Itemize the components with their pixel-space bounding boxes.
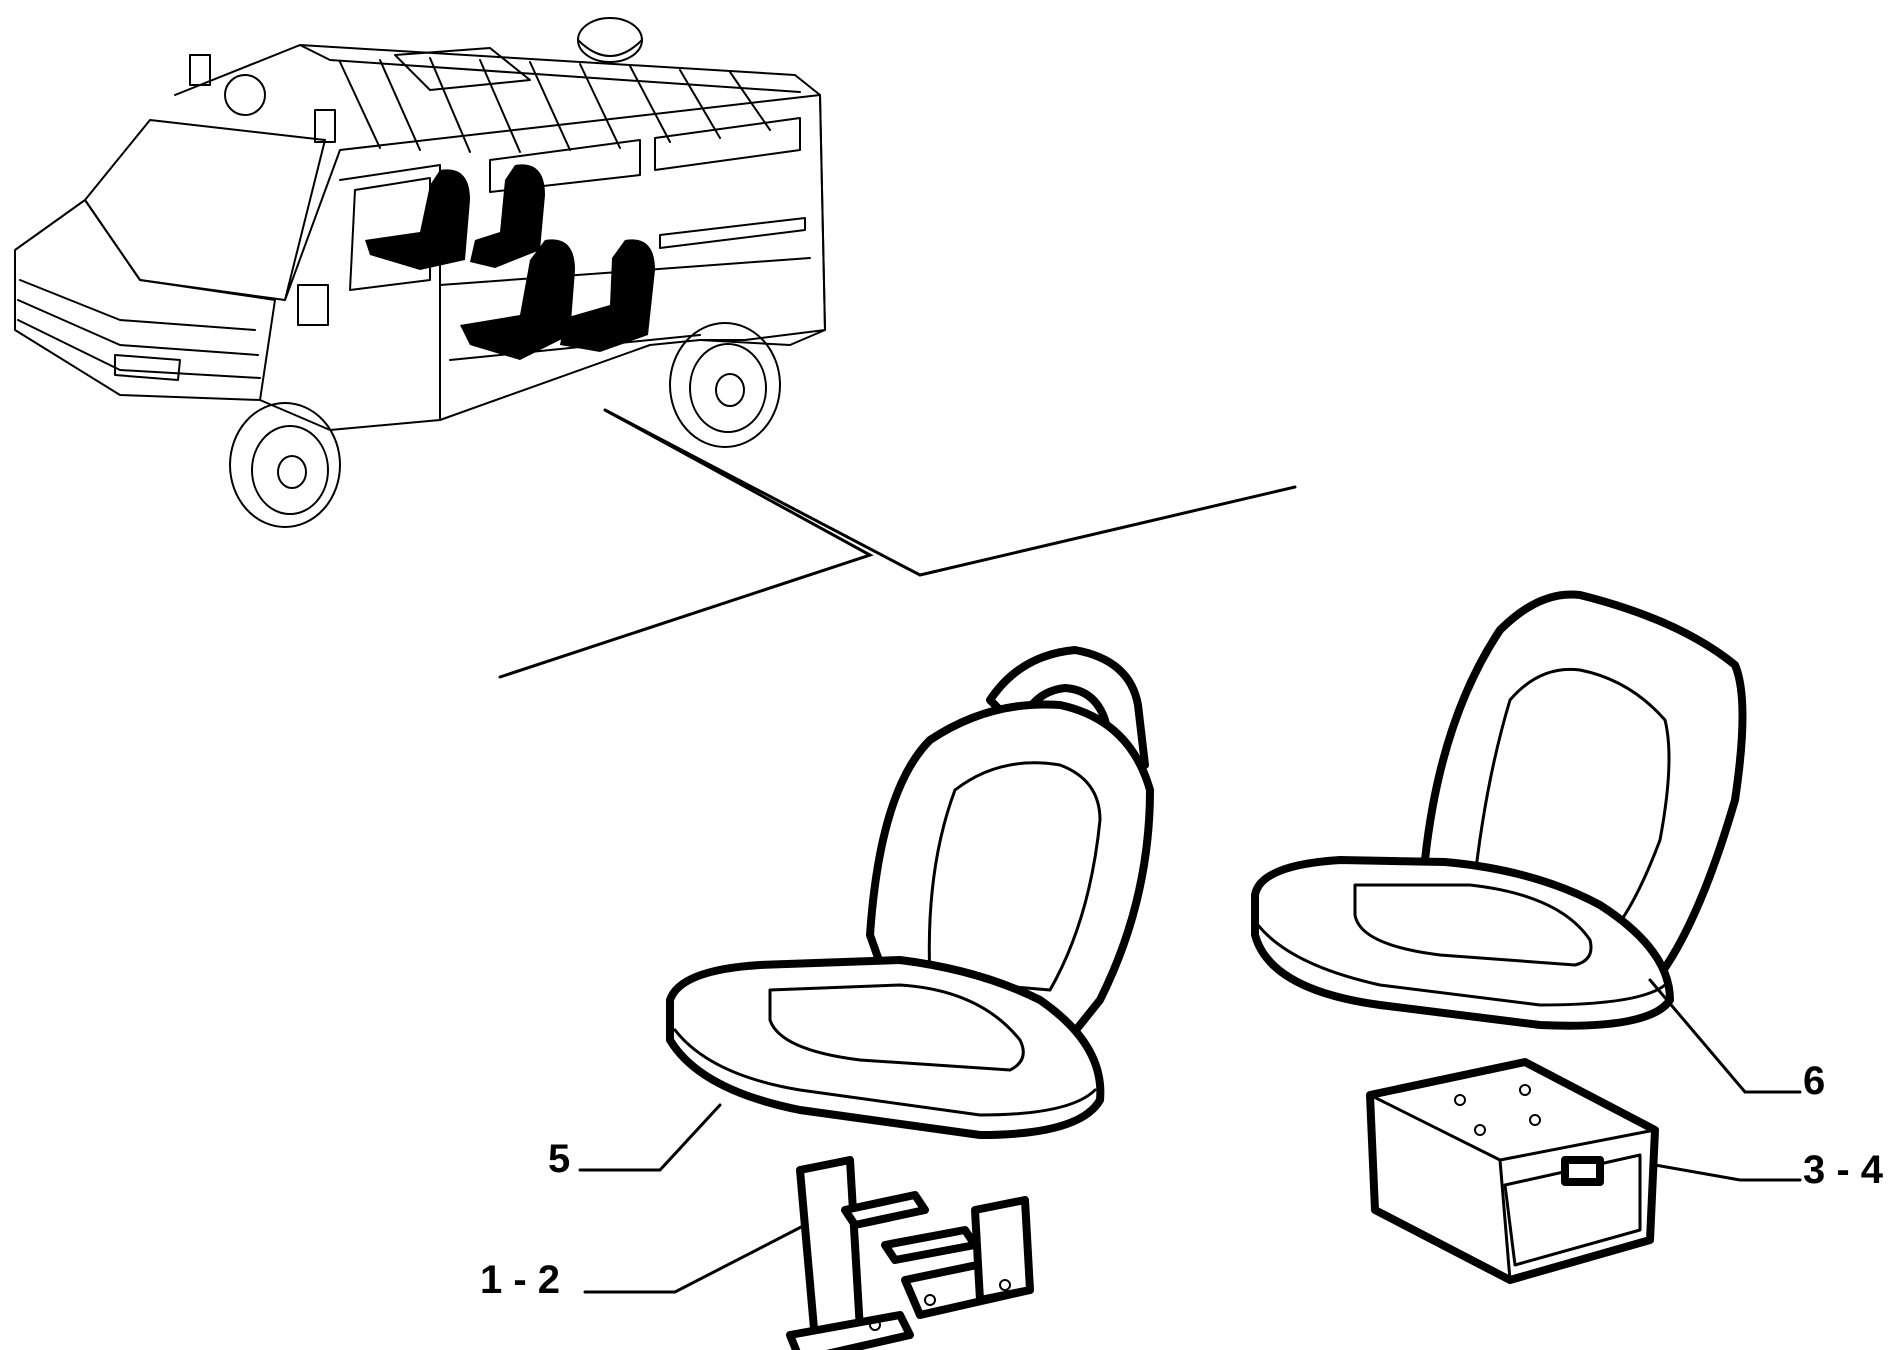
leader-line-1-2 [583, 1223, 807, 1294]
van-illustration [14, 17, 826, 528]
seat-with-handle [666, 646, 1154, 1139]
leader-line-3-4 [1653, 1163, 1802, 1182]
leader-line-6 [1648, 978, 1802, 1094]
callout-5: 5 [548, 1137, 570, 1181]
leader-line-5 [578, 1103, 722, 1172]
seat-bracket [786, 1156, 1034, 1350]
seat-without-handle [1251, 590, 1747, 1030]
callout-1-2: 1 - 2 [480, 1258, 560, 1302]
callout-6: 6 [1803, 1059, 1825, 1103]
seat-storage-box [1366, 1058, 1659, 1284]
van-leader-line [498, 408, 1297, 679]
callout-3-4: 3 - 4 [1803, 1148, 1884, 1192]
